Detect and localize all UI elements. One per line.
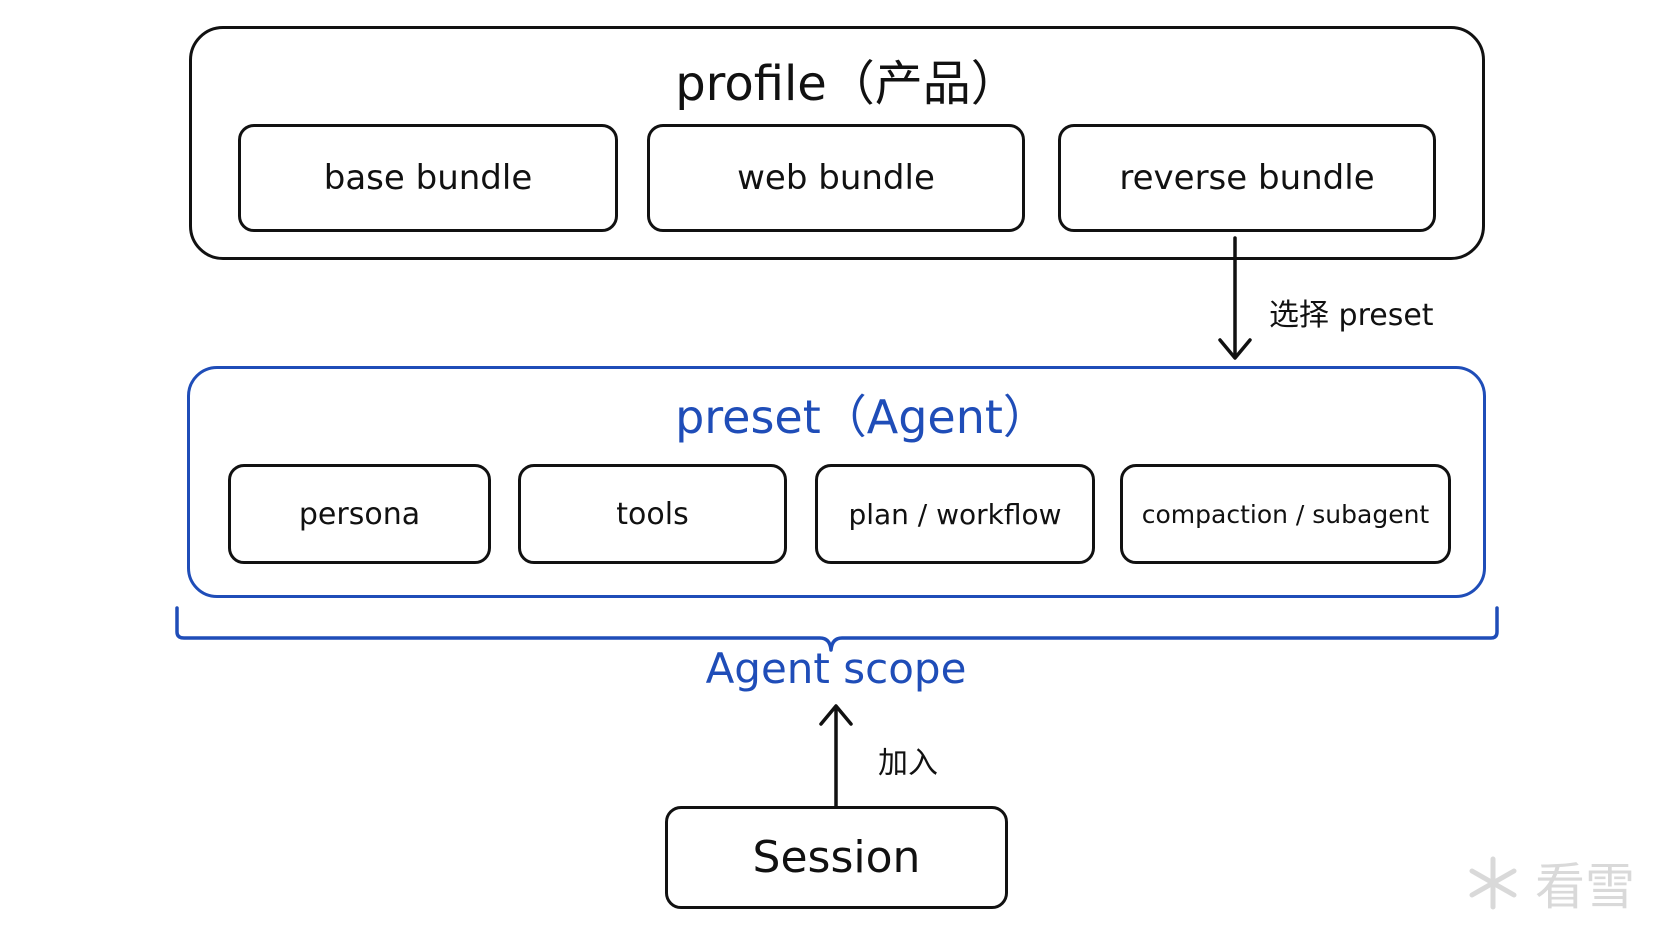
select-preset-label: 选择 preset bbox=[1269, 298, 1434, 333]
bundle-reverse-label: reverse bundle bbox=[1119, 158, 1375, 198]
select-preset-arrow bbox=[1218, 236, 1252, 360]
join-label: 加入 bbox=[878, 746, 938, 781]
preset-container bbox=[187, 366, 1486, 598]
bundle-base-label: base bundle bbox=[323, 158, 533, 198]
preset-item-compaction-subagent-label: compaction / subagent bbox=[1141, 499, 1430, 529]
preset-title: preset（Agent） bbox=[675, 390, 1049, 444]
watermark-text: 看雪 bbox=[1535, 858, 1635, 916]
preset-item-tools: tools bbox=[518, 464, 787, 564]
preset-item-plan-workflow-label: plan / workflow bbox=[848, 497, 1062, 531]
session-box: Session bbox=[665, 806, 1008, 909]
preset-item-tools-label: tools bbox=[616, 496, 689, 532]
watermark: 看雪 bbox=[1463, 848, 1663, 918]
preset-item-persona: persona bbox=[228, 464, 491, 564]
preset-item-plan-workflow: plan / workflow bbox=[815, 464, 1095, 564]
bundle-reverse: reverse bundle bbox=[1058, 124, 1436, 232]
session-label: Session bbox=[752, 832, 921, 883]
bundle-web-label: web bundle bbox=[737, 158, 935, 198]
snowflake-icon bbox=[1469, 856, 1517, 910]
bundle-web: web bundle bbox=[647, 124, 1025, 232]
profile-title: profile（产品） bbox=[675, 56, 1019, 112]
profile-container bbox=[189, 26, 1485, 260]
agent-scope-brace bbox=[175, 606, 1499, 652]
agent-scope-label: Agent scope bbox=[705, 644, 967, 693]
join-arrow bbox=[819, 704, 853, 808]
bundle-base: base bundle bbox=[238, 124, 618, 232]
preset-item-persona-label: persona bbox=[298, 496, 421, 532]
preset-item-compaction-subagent: compaction / subagent bbox=[1120, 464, 1451, 564]
